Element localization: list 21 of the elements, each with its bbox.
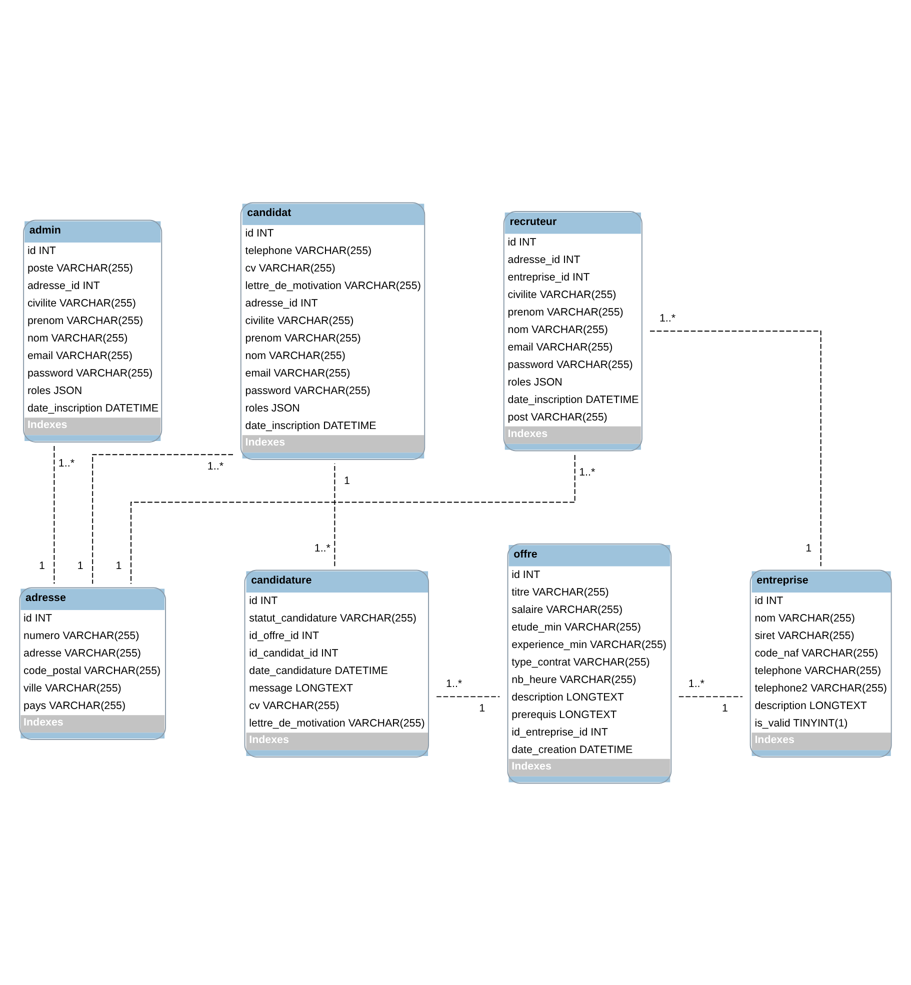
label: 1..* (207, 460, 224, 472)
label: 1..* (688, 678, 704, 690)
connector (130, 454, 576, 584)
connector (54, 445, 55, 584)
label: 1 (344, 474, 350, 486)
connector (334, 462, 336, 566)
label: 1..* (58, 456, 74, 469)
connector (678, 696, 744, 697)
label: 1..* (579, 466, 596, 478)
label: 1 (77, 559, 84, 572)
label: 1..* (446, 678, 462, 690)
label: 1 (116, 560, 122, 572)
label: 1 (479, 702, 486, 714)
connector (436, 696, 500, 697)
connector (650, 330, 822, 566)
label: 1..* (314, 542, 330, 554)
connector (92, 454, 234, 584)
label: 1..* (659, 312, 676, 324)
label: 1 (806, 542, 812, 554)
label: 1 (38, 560, 45, 572)
label: 1 (722, 702, 728, 714)
